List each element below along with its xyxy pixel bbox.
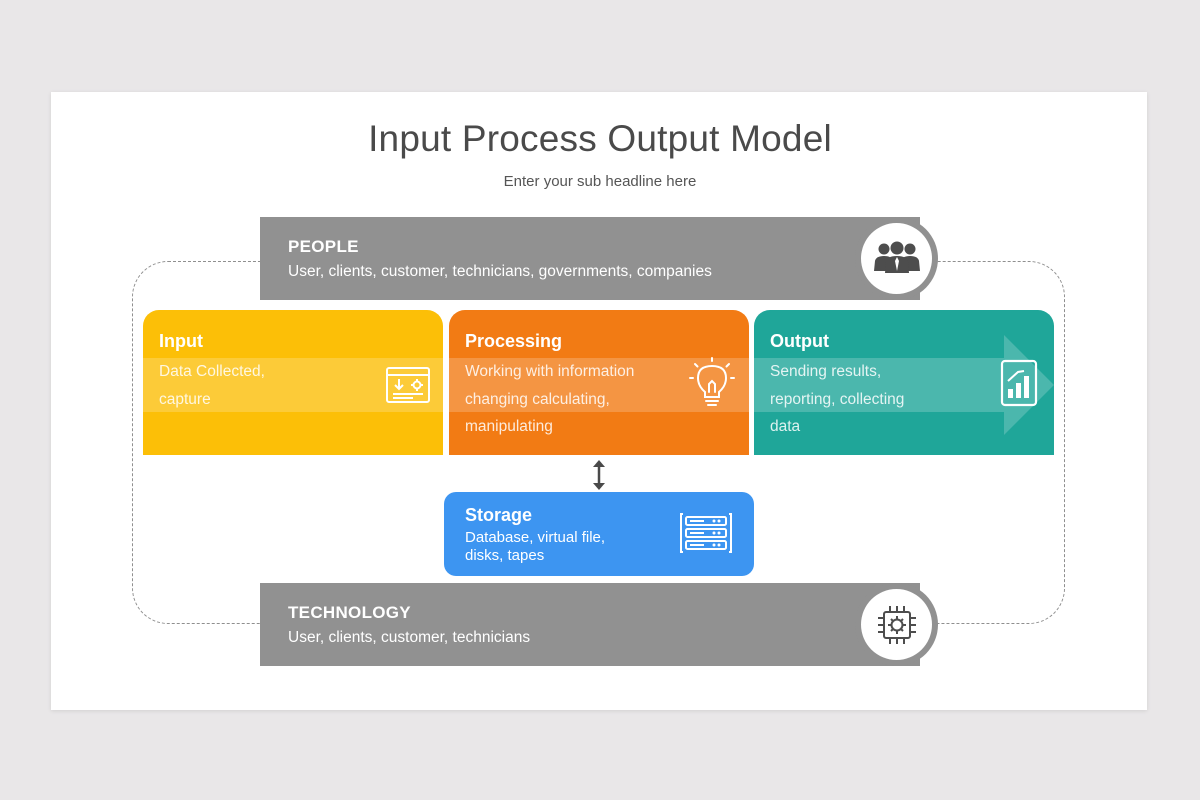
diagram-title: Input Process Output Model	[368, 118, 832, 159]
output-highlight-stripe	[754, 358, 1004, 412]
technology-description: User, clients, customer, technicians	[288, 629, 531, 646]
output-box: Output Sending results, reporting, colle…	[754, 310, 1054, 455]
technology-band: TECHNOLOGY User, clients, customer, tech…	[260, 583, 938, 666]
processing-description: Working with information changing calcul…	[465, 358, 665, 441]
people-icon-circle	[861, 223, 932, 294]
storage-box: Storage Database, virtual file, disks, t…	[444, 492, 754, 576]
people-group-icon	[873, 241, 920, 273]
processing-line-3: manipulating	[465, 418, 553, 435]
storage-description: Database, virtual file, disks, tapes	[465, 529, 645, 565]
technology-title: TECHNOLOGY	[288, 603, 411, 622]
storage-line-1: Database, virtual file,	[465, 529, 606, 546]
processing-line-2: changing calculating,	[465, 390, 610, 408]
form-settings-icon	[386, 367, 430, 403]
input-line-1: Data Collected,	[159, 363, 265, 380]
processing-line-1: Working with information	[465, 363, 635, 380]
people-description: User, clients, customer, technicians, go…	[288, 263, 712, 280]
output-title: Output	[770, 331, 829, 351]
output-description: Sending results, reporting, collecting d…	[770, 358, 970, 441]
storage-title: Storage	[465, 505, 533, 525]
technology-icon-circle	[861, 589, 932, 660]
processing-box: Processing Working with information chan…	[449, 310, 749, 455]
diagram-subtitle: Enter your sub headline here	[503, 173, 697, 190]
cpu-chip-icon	[877, 605, 916, 644]
output-line-2: reporting, collecting	[770, 390, 905, 408]
input-line-2: capture	[159, 390, 211, 408]
bar-chart-icon	[1000, 359, 1038, 407]
bidirectional-arrow-icon	[593, 460, 605, 490]
lightbulb-icon	[689, 357, 735, 406]
people-title: PEOPLE	[288, 237, 359, 256]
people-band: PEOPLE User, clients, customer, technici…	[260, 217, 938, 300]
server-rack-icon	[680, 513, 732, 553]
output-line-3: data	[770, 418, 801, 435]
output-line-1: Sending results,	[770, 363, 882, 380]
processing-title: Processing	[465, 331, 563, 351]
input-box: Input Data Collected, capture	[143, 310, 443, 455]
input-description: Data Collected, capture	[159, 358, 359, 413]
storage-line-2: disks, tapes	[465, 547, 545, 564]
input-title: Input	[159, 331, 203, 351]
